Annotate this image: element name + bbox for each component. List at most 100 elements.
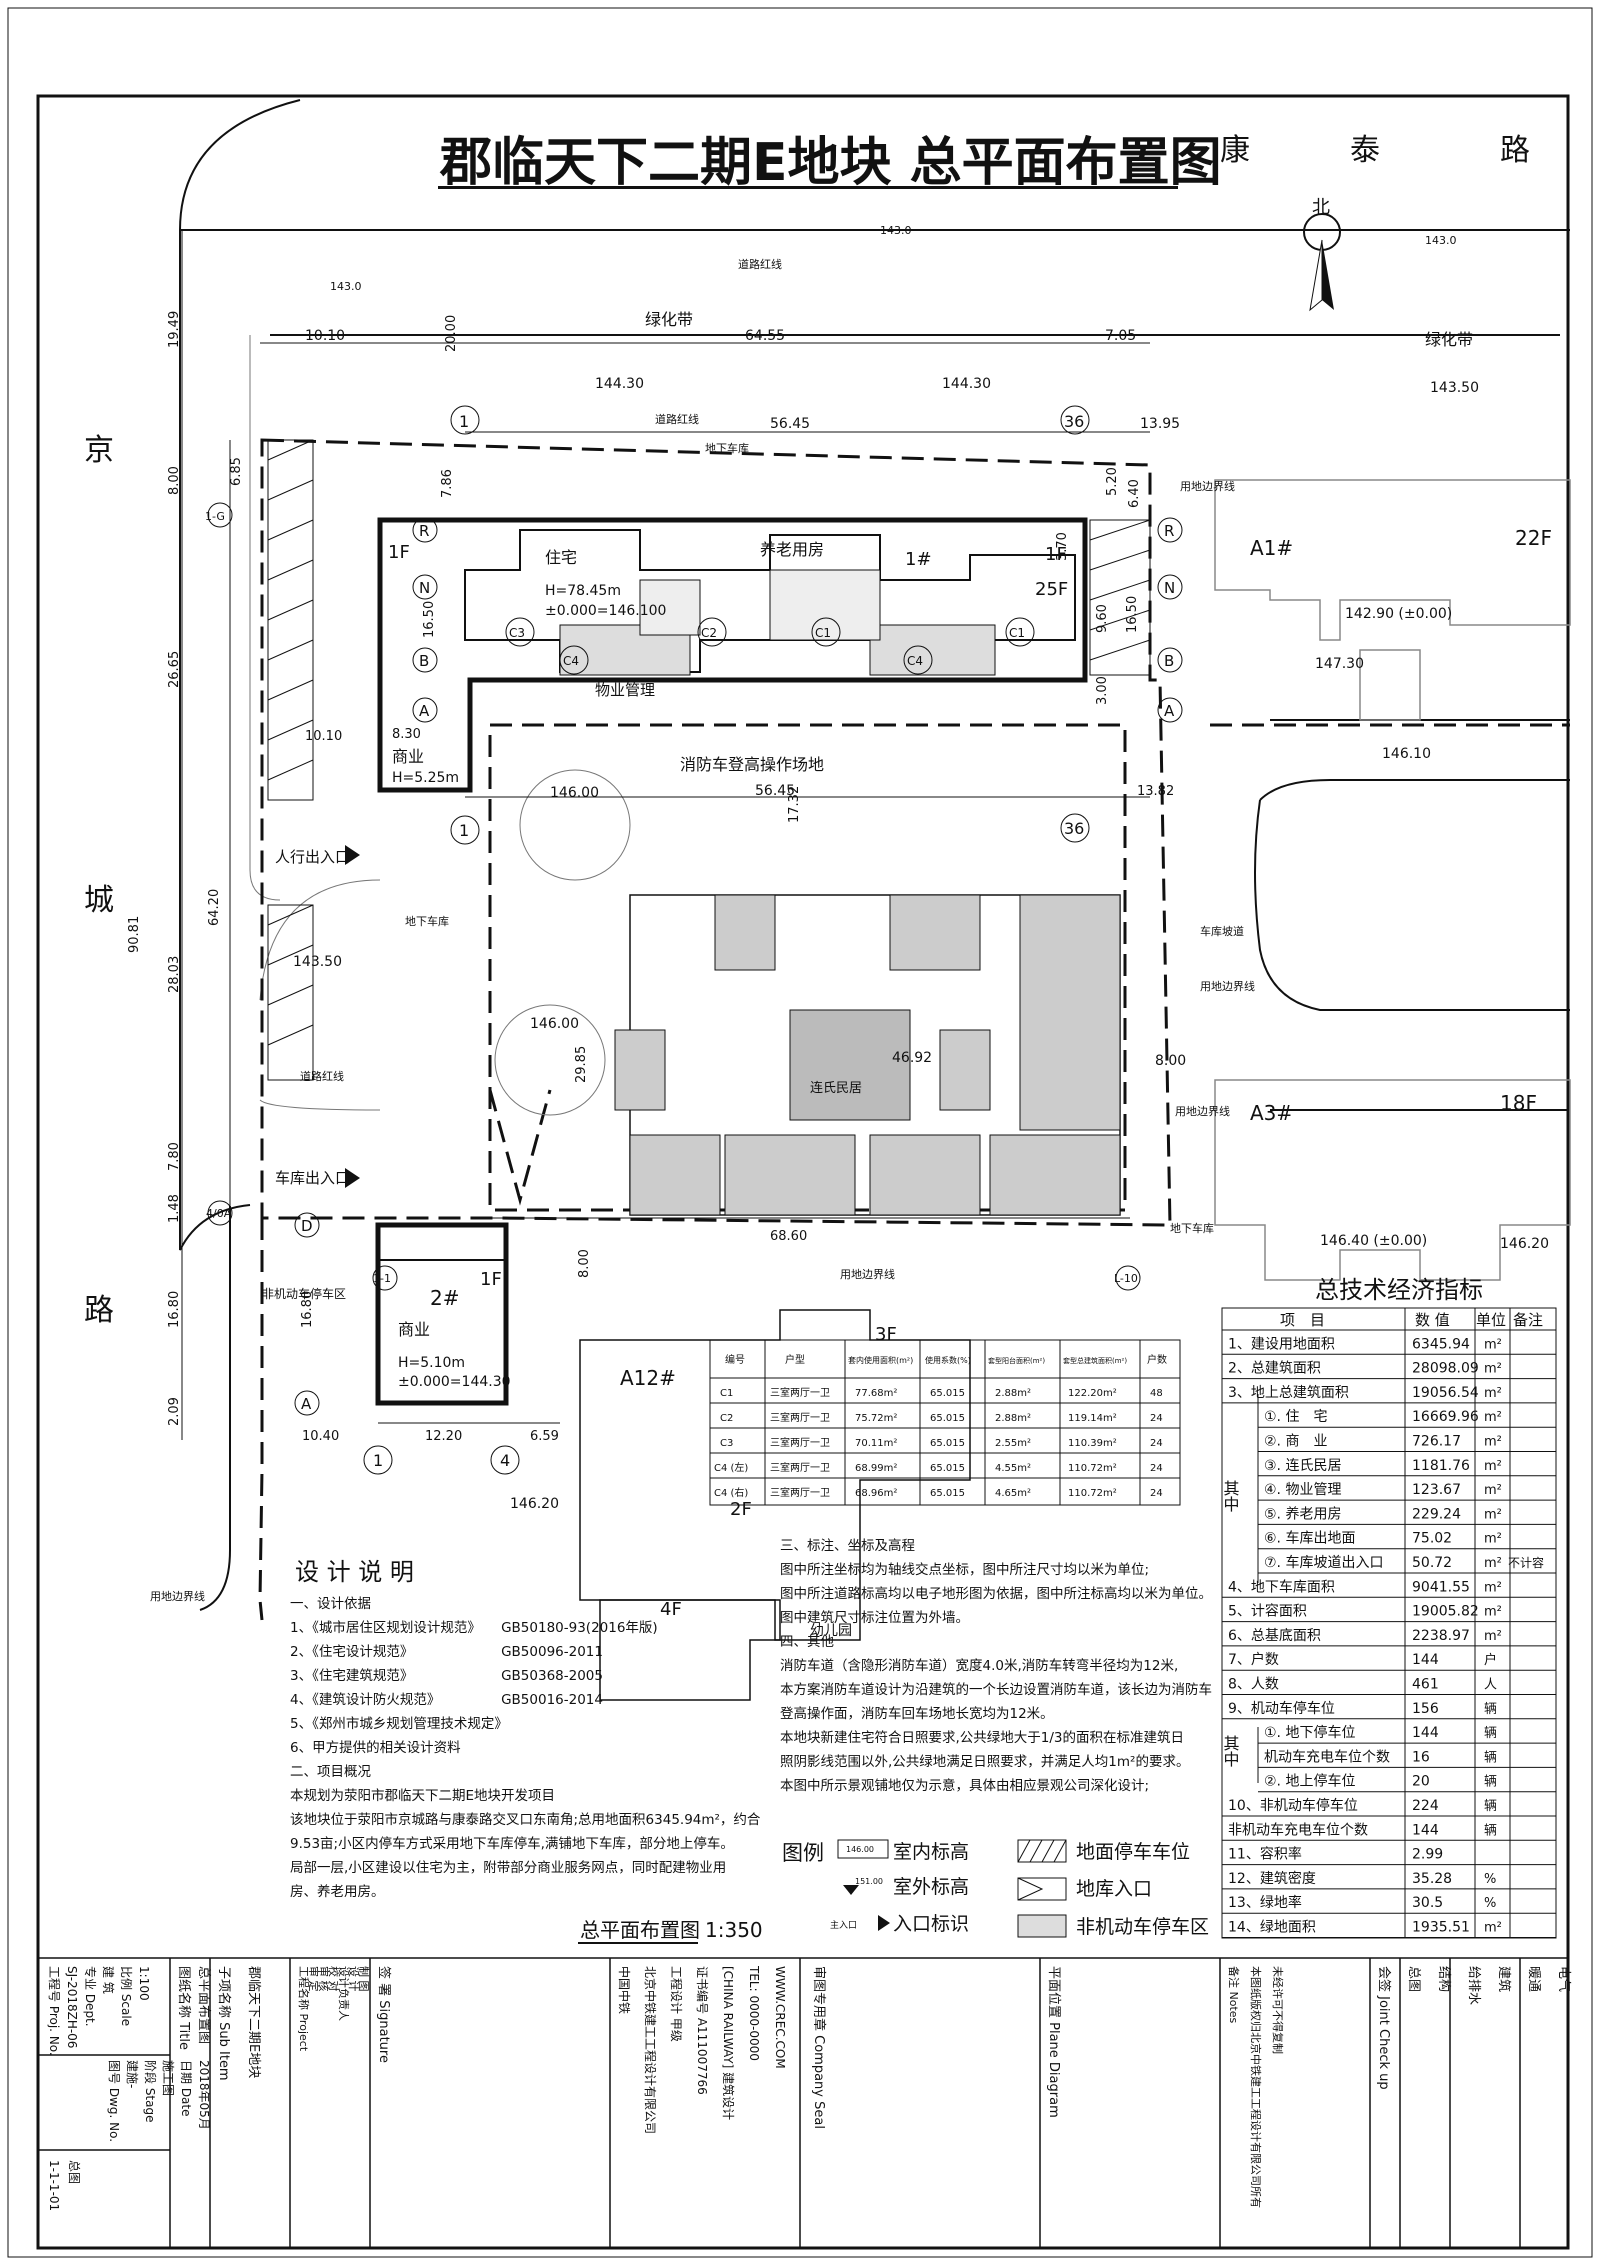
ut-h0: 编号	[725, 1353, 745, 1366]
indicator-item: ⑥. 车库出地面	[1264, 1530, 1355, 1547]
dim-d29: 8.00	[577, 1249, 592, 1278]
road-red-line: 道路红线	[738, 257, 782, 271]
site-boundary-lower	[258, 1218, 264, 1621]
tb-notes: 备注 Notes	[1227, 1966, 1241, 2024]
indicator-item: 机动车充电车位个数	[1264, 1748, 1390, 1765]
svg-text:三室两厅一卫: 三室两厅一卫	[770, 1461, 830, 1474]
indicator-item: ①. 住 宅	[1264, 1409, 1327, 1425]
design-note-line: 本规划为荥阳市郡临天下二期E地块开发项目	[290, 1787, 555, 1804]
axis-r-right: R	[1164, 522, 1174, 540]
indicator-unit: %	[1484, 1896, 1496, 1911]
indicator-value: 2.99	[1412, 1847, 1443, 1863]
dim-d27: 6.59	[530, 1429, 559, 1444]
svg-text:三室两厅一卫: 三室两厅一卫	[770, 1436, 830, 1449]
dim-d25: 10.40	[302, 1429, 339, 1444]
svg-text:110.39m²: 110.39m²	[1068, 1438, 1117, 1449]
lot-line-right2: 用地边界线	[1175, 1104, 1230, 1118]
dim-d8: 8.00	[167, 466, 182, 495]
building-a12	[579, 1309, 971, 1701]
lot-line-left: 用地边界线	[150, 1589, 205, 1603]
tb-project-info: 1:100	[137, 1966, 151, 2001]
indicator-item: 9、机动车停车位	[1228, 1700, 1335, 1717]
axis-b-left: B	[419, 652, 429, 670]
svg-text:110.72m²: 110.72m²	[1068, 1488, 1117, 1499]
a1-label: A1#	[1250, 536, 1293, 560]
indicator-value: 35.28	[1412, 1871, 1452, 1887]
axis-36-top: 36	[1064, 412, 1084, 431]
road-red-line-2: 道路红线	[655, 412, 699, 426]
svg-text:65.015: 65.015	[930, 1463, 965, 1474]
tb-company: 中国中铁	[617, 1966, 632, 2014]
indicator-unit: 辆	[1484, 1702, 1497, 1717]
axis-36-mid: 36	[1064, 819, 1084, 838]
indicator-item: 3、地上总建筑面积	[1228, 1385, 1349, 1401]
lot-line-top: 用地边界线	[1180, 479, 1235, 493]
tb-drawing-info: 阶段 Stage	[143, 2060, 158, 2123]
svg-text:122.20m²: 122.20m²	[1068, 1388, 1117, 1399]
building-a1	[1214, 479, 1571, 721]
indicator-note: 不计容	[1508, 1555, 1544, 1570]
axis-d-b2: D	[301, 1217, 313, 1235]
indicator-value: 75.02	[1412, 1531, 1452, 1547]
indicator-value: 144	[1412, 1725, 1439, 1741]
indicator-unit: m²	[1484, 1386, 1502, 1401]
fire-rescue-site	[488, 723, 1127, 1212]
axis-r-left: R	[419, 522, 429, 540]
svg-text:项 目: 项 目	[1280, 1311, 1325, 1329]
svg-text:68.99m²: 68.99m²	[855, 1463, 897, 1474]
axis-4-b2: 4	[500, 1451, 510, 1470]
b2-shop: 商业	[398, 1320, 430, 1339]
legend-entrance-symbol: 主入口	[830, 1915, 890, 1931]
tb-project-info: 专业 Dept.	[83, 1966, 98, 2027]
b2-height: H=5.10m	[398, 1355, 465, 1371]
unit-markers-1	[505, 617, 1035, 675]
dim-d17: 13.82	[1137, 784, 1174, 799]
dim-d5: 13.95	[1140, 416, 1180, 432]
elev-e13: 143.0	[330, 280, 362, 293]
svg-text:75.72m²: 75.72m²	[855, 1413, 897, 1424]
indicator-value: 1181.76	[1412, 1458, 1470, 1474]
note-line: 图中所注坐标均为轴线交点坐标，图中所注尺寸均以米为单位;	[780, 1561, 1149, 1578]
svg-text:数 值: 数 值	[1415, 1311, 1450, 1329]
svg-text:C3: C3	[720, 1438, 733, 1449]
unit-table-rows: C1 三室两厅一卫 77.68m² 65.015 2.88m² 122.20m²…	[714, 1386, 1163, 1499]
svg-text:24: 24	[1150, 1488, 1163, 1499]
indicator-item: 1、建设用地面积	[1228, 1336, 1335, 1352]
dim-d10: 7.86	[440, 469, 455, 498]
indicator-item: ⑤. 养老用房	[1264, 1506, 1341, 1522]
elev-e3: 143.50	[1430, 380, 1479, 396]
dim-d34: 9.60	[1095, 604, 1110, 633]
legend-indoor: 室内标高	[893, 1841, 969, 1863]
b2-1f: 1F	[480, 1269, 502, 1290]
dim-d22: 1.48	[167, 1194, 182, 1223]
note-line: 消防车道（含隐形消防车道）宽度4.0米,消防车转弯半径均为12米,	[780, 1657, 1178, 1674]
indicator-value: 19056.54	[1412, 1385, 1479, 1401]
svg-text:京: 京	[84, 433, 114, 468]
axis-a-right: A	[1164, 702, 1175, 720]
tb-project: 设计负责人	[337, 1966, 351, 2021]
svg-text:24: 24	[1150, 1438, 1163, 1449]
tb-project: 校 对	[327, 1966, 341, 1992]
indicator-item: 2、总建筑面积	[1228, 1361, 1321, 1377]
tb-sheet-no: 总图	[67, 2160, 81, 2184]
building-1	[377, 517, 1088, 793]
b1-residence: 住宅	[545, 548, 577, 567]
unit-row: C1 三室两厅一卫 77.68m² 65.015 2.88m² 122.20m²…	[720, 1386, 1163, 1399]
svg-text:C1: C1	[720, 1388, 733, 1399]
b1-1f-right: 1F	[1045, 544, 1067, 565]
elev-e5: 146.00	[530, 1016, 579, 1032]
dim-d7: 20.00	[444, 315, 459, 352]
note-line: 本图中所示景观铺地仅为示意，具体由相应景观公司深化设计;	[780, 1777, 1149, 1794]
a1-floors: 22F	[1515, 526, 1552, 550]
tb-company: WWW.CREC.COM	[773, 1966, 787, 2069]
legend-garage-entry-symbol	[1017, 1877, 1067, 1901]
dim-d20: 29.85	[574, 1046, 589, 1083]
indicator-value: 16669.96	[1412, 1409, 1479, 1425]
road-left-label: 京 城 路	[84, 433, 114, 1328]
elev-e2: 144.30	[942, 376, 991, 392]
b2-no: 2#	[430, 1286, 459, 1310]
note-line: 图中所注道路标高均以电子地形图为依据，图中所注标高均以米为单位。	[780, 1585, 1212, 1602]
tb-company: 工程设计 甲级	[669, 1966, 684, 2042]
dim-d12: 16.50	[422, 601, 437, 638]
svg-text:70.11m²: 70.11m²	[855, 1438, 897, 1449]
